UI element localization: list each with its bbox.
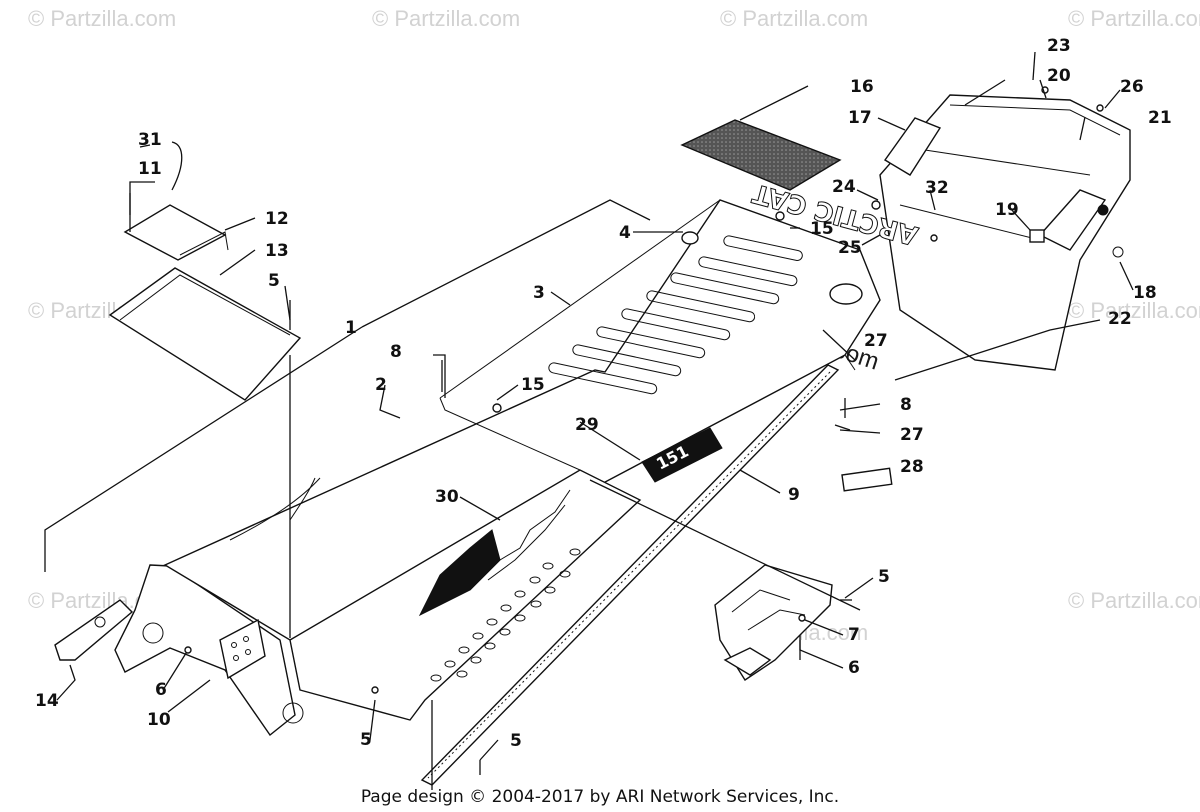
callout-5: 5 xyxy=(268,271,280,291)
callout-13: 13 xyxy=(265,241,289,261)
watermark: © Partzilla.com xyxy=(28,6,176,31)
callout-6: 6 xyxy=(848,658,860,678)
side-panel-holes xyxy=(430,548,581,682)
callout-2: 2 xyxy=(375,375,387,395)
watermark: © Partzilla.com xyxy=(372,6,520,31)
watermark: © Partzilla.com xyxy=(1068,298,1200,323)
callout-26: 26 xyxy=(1120,77,1144,97)
hitch-bracket xyxy=(714,564,833,681)
callout-5: 5 xyxy=(878,567,890,587)
cap-4 xyxy=(681,231,699,245)
callout-23: 23 xyxy=(1047,36,1071,56)
callout-22: 22 xyxy=(1108,309,1132,329)
decal-28 xyxy=(841,467,893,492)
cooler-slots xyxy=(548,235,803,395)
callout-9: 9 xyxy=(788,485,800,505)
callout-17: 17 xyxy=(848,108,872,128)
callout-15: 15 xyxy=(810,219,834,239)
callout-8: 8 xyxy=(390,342,402,362)
callout-labels: 1 2 3 4 5 5 5 5 6 6 7 8 8 9 10 11 12 13 … xyxy=(35,36,1172,751)
callout-29: 29 xyxy=(575,415,599,435)
footer-copyright: Page design © 2004-2017 by ARI Network S… xyxy=(361,787,839,807)
callout-18: 18 xyxy=(1133,283,1157,303)
callout-27: 27 xyxy=(864,331,888,351)
callout-30: 30 xyxy=(435,487,459,507)
callout-8: 8 xyxy=(900,395,912,415)
rear-flap-assembly xyxy=(108,204,302,401)
snow-flap xyxy=(54,599,134,661)
callout-32: 32 xyxy=(925,178,949,198)
fitting-27 xyxy=(829,283,863,305)
callout-20: 20 xyxy=(1047,66,1071,86)
callout-19: 19 xyxy=(995,200,1019,220)
callout-11: 11 xyxy=(138,159,162,179)
callout-24: 24 xyxy=(832,177,856,197)
seat-pad xyxy=(680,119,842,191)
callout-27: 27 xyxy=(900,425,924,445)
reflector-plate xyxy=(219,618,266,680)
callout-10: 10 xyxy=(147,710,171,730)
callout-4: 4 xyxy=(619,223,631,243)
callout-5: 5 xyxy=(510,731,522,751)
callout-6: 6 xyxy=(155,680,167,700)
callout-3: 3 xyxy=(533,283,545,303)
callout-21: 21 xyxy=(1148,108,1172,128)
callout-7: 7 xyxy=(848,625,860,645)
callout-1: 1 xyxy=(345,318,357,338)
callout-14: 14 xyxy=(35,691,59,711)
callout-15: 15 xyxy=(521,375,545,395)
fasteners xyxy=(129,79,1104,775)
callout-31: 31 xyxy=(138,130,162,150)
callout-25: 25 xyxy=(838,238,862,258)
watermark: © Partzilla.com xyxy=(1068,6,1200,31)
tunnel: 15 1 xyxy=(114,199,881,737)
callout-12: 12 xyxy=(265,209,289,229)
watermark: © Partzilla.com xyxy=(1068,588,1200,613)
callout-5: 5 xyxy=(360,730,372,750)
callout-28: 28 xyxy=(900,457,924,477)
watermark: © Partzilla.com xyxy=(720,6,868,31)
callout-16: 16 xyxy=(850,77,874,97)
